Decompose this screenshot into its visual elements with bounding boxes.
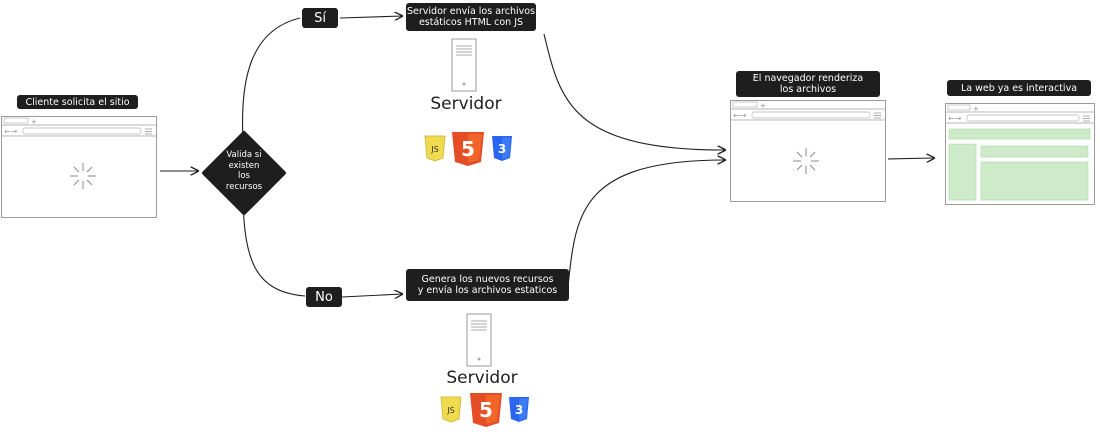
svg-text:+: + (31, 118, 37, 126)
svg-text:3: 3 (515, 403, 523, 417)
tech-icons-row: JS 5 3 (424, 132, 512, 166)
curve-bottom-to-render (566, 160, 725, 296)
svg-text:←→: ←→ (948, 114, 962, 123)
css3-icon: 3 (492, 136, 512, 161)
svg-text:5: 5 (461, 137, 475, 161)
svg-text:3: 3 (498, 142, 506, 156)
arrow-si-to-top-action (339, 16, 402, 18)
html5-icon: 5 (470, 393, 502, 427)
server-tower-icon (451, 38, 477, 92)
render-browser-window: + ←→ (730, 100, 886, 202)
top-action-label: Servidor envía los archivos estáticos HT… (406, 3, 536, 31)
arrow-render-to-interactive (887, 158, 934, 159)
interactive-browser-window: + ←→ (945, 103, 1095, 205)
page-sidebar-block (948, 143, 977, 201)
html5-icon: 5 (452, 132, 484, 166)
svg-text:JS: JS (446, 406, 454, 415)
js-icon: JS (424, 135, 446, 162)
decision-text: Valida si existen los recursos (225, 150, 263, 192)
interactive-label: La web ya es interactiva (947, 80, 1091, 96)
bottom-tech-icons: JS 5 3 (440, 393, 536, 435)
branch-yes-label: Sí (302, 8, 338, 28)
curve-top-to-render (543, 33, 725, 150)
curve-decision-to-si (242, 17, 301, 141)
bottom-server-label: Servidor (446, 368, 518, 388)
hamburger-icon (874, 112, 881, 119)
svg-text:+: + (760, 102, 766, 110)
client-browser-window: + ←→ (1, 116, 157, 218)
svg-text:←→: ←→ (4, 127, 18, 136)
svg-text:←→: ←→ (733, 111, 747, 120)
hamburger-icon (1083, 115, 1090, 122)
client-label: Cliente solicita el sitio (17, 95, 138, 109)
curve-decision-to-no (242, 201, 306, 297)
top-server-label: Servidor (430, 94, 502, 114)
render-label: El navegador renderiza los archivos (736, 71, 880, 97)
page-main-block (980, 161, 1089, 201)
page-header-block (948, 128, 1091, 140)
page-nav-block (980, 145, 1089, 158)
page-content-blocks (948, 128, 1091, 201)
css3-icon: 3 (509, 397, 529, 422)
tech-icons-row: JS 5 3 (440, 393, 529, 427)
svg-text:JS: JS (430, 145, 438, 154)
svg-text:+: + (973, 105, 979, 113)
top-tech-icons: JS 5 3 (424, 132, 520, 172)
loading-spinner-icon (793, 148, 819, 174)
branch-no-label: No (306, 287, 342, 307)
decision-diamond (202, 131, 286, 215)
arrow-no-to-bottom-action (341, 294, 402, 297)
svg-text:5: 5 (479, 398, 493, 422)
js-icon: JS (440, 396, 462, 423)
server-tower-icon (466, 313, 492, 367)
hamburger-icon (145, 128, 152, 135)
loading-spinner-icon (70, 163, 96, 189)
bottom-action-label: Genera los nuevos recursos y envía los a… (406, 269, 569, 301)
